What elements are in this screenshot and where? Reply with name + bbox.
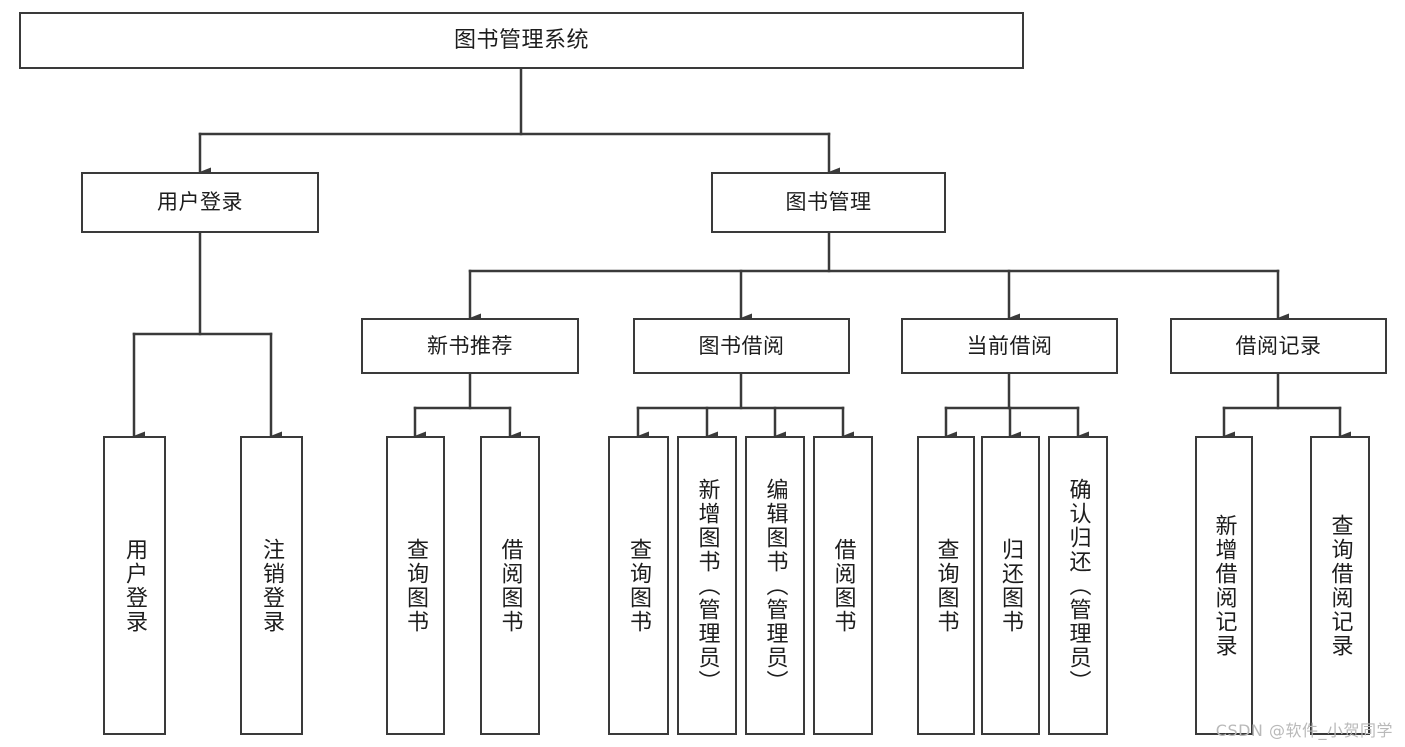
node-user-login-label: 用户登录 [157,190,243,215]
node-new-book-recommend-label: 新书推荐 [427,333,513,358]
node-leaf-query-book-2-label: 查询图书 [626,537,652,634]
node-leaf-query-book-2[interactable]: 查询图书 [608,436,669,735]
node-leaf-borrow-book-2[interactable]: 借阅图书 [813,436,873,735]
watermark: CSDN @软件_小贺同学 [1215,721,1393,740]
node-leaf-borrow-book-2-label: 借阅图书 [830,537,856,634]
node-leaf-query-book-1[interactable]: 查询图书 [386,436,445,735]
node-user-login[interactable]: 用户登录 [81,172,319,233]
node-leaf-return-book[interactable]: 归还图书 [981,436,1040,735]
node-book-borrow-label: 图书借阅 [698,333,785,358]
node-leaf-user-logout-label: 注销登录 [259,537,285,634]
node-leaf-query-book-1-label: 查询图书 [403,537,429,634]
node-root[interactable]: 图书管理系统 [19,12,1024,69]
node-leaf-edit-book[interactable]: 编辑图书（管理员） [745,436,805,735]
node-book-manage-label: 图书管理 [785,190,872,215]
node-leaf-query-book-3[interactable]: 查询图书 [917,436,975,735]
node-leaf-borrow-book-1[interactable]: 借阅图书 [480,436,540,735]
node-leaf-user-login-label: 用户登录 [122,537,148,634]
node-borrow-record-label: 借阅记录 [1235,333,1322,358]
node-leaf-add-record-label: 新增借阅记录 [1211,513,1237,658]
node-leaf-query-record[interactable]: 查询借阅记录 [1310,436,1370,735]
node-leaf-edit-book-label: 编辑图书（管理员） [762,477,788,694]
node-leaf-confirm-return[interactable]: 确认归还（管理员） [1048,436,1108,735]
node-leaf-add-book[interactable]: 新增图书（管理员） [677,436,737,735]
node-leaf-return-book-label: 归还图书 [998,537,1024,634]
node-root-label: 图书管理系统 [453,27,589,53]
node-leaf-confirm-return-label: 确认归还（管理员） [1065,477,1091,694]
node-leaf-user-login[interactable]: 用户登录 [103,436,166,735]
node-leaf-query-record-label: 查询借阅记录 [1327,513,1353,658]
node-book-manage[interactable]: 图书管理 [711,172,946,233]
node-leaf-borrow-book-1-label: 借阅图书 [497,537,523,634]
node-leaf-query-book-3-label: 查询图书 [933,537,959,634]
node-current-borrow-label: 当前借阅 [966,333,1053,358]
node-leaf-add-record[interactable]: 新增借阅记录 [1195,436,1253,735]
node-new-book-recommend[interactable]: 新书推荐 [361,318,579,374]
node-leaf-add-book-label: 新增图书（管理员） [694,477,720,694]
node-leaf-user-logout[interactable]: 注销登录 [240,436,303,735]
node-current-borrow[interactable]: 当前借阅 [901,318,1118,374]
node-book-borrow[interactable]: 图书借阅 [633,318,850,374]
node-borrow-record[interactable]: 借阅记录 [1170,318,1387,374]
